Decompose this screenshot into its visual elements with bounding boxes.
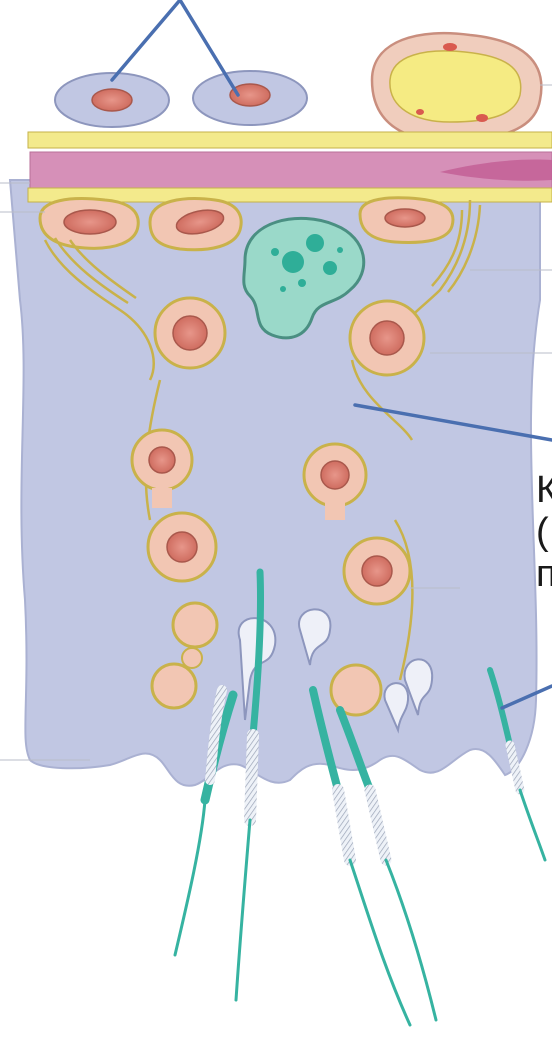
caption-line-2: (,: [536, 512, 552, 552]
caption-line-3: п: [536, 554, 552, 594]
spermatogonium-center: [150, 199, 241, 250]
membrane-top: [28, 132, 552, 148]
spermatogonium-left: [40, 199, 138, 249]
spermatogonium-right: [360, 198, 453, 243]
basal-cell-right: [193, 71, 307, 125]
spermatocyte-left: [155, 298, 225, 368]
spermatocyte-right: [350, 301, 424, 375]
caption-line-1: К: [536, 470, 552, 510]
blood-capillary: [372, 33, 541, 140]
